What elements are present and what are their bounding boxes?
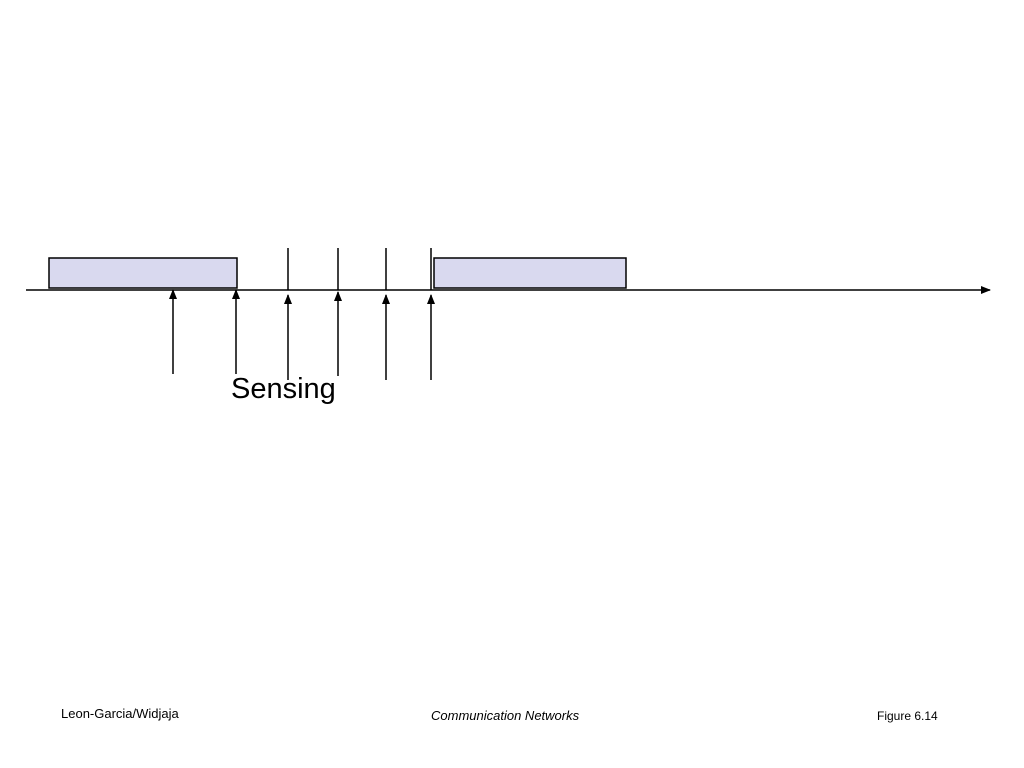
- footer-figure-number: Figure 6.14: [877, 709, 938, 723]
- sensing-label: Sensing: [231, 373, 336, 405]
- frame-1: [48, 257, 238, 289]
- footer-authors: Leon-Garcia/Widjaja: [61, 706, 179, 721]
- frame-2: [433, 257, 627, 289]
- footer-book-title: Communication Networks: [431, 708, 580, 723]
